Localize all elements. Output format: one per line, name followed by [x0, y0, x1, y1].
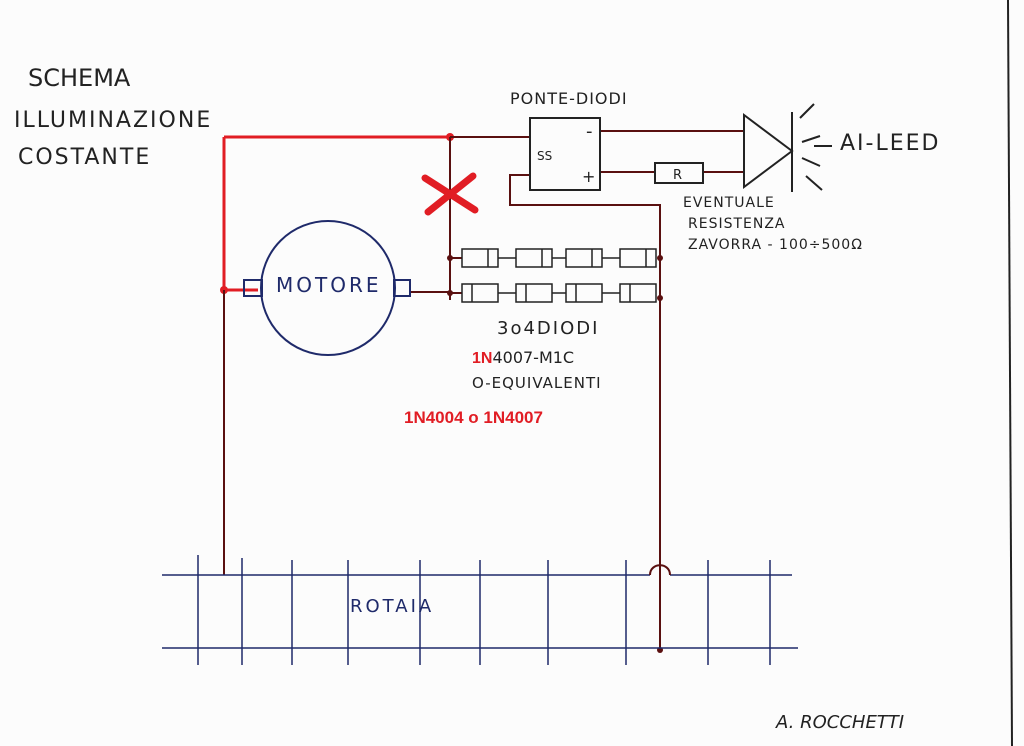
- page-edge: [1007, 0, 1013, 746]
- title-line-2: ILLUMINAZIONE: [14, 108, 212, 133]
- rail-track: [162, 555, 798, 665]
- dark-wires: [223, 130, 744, 650]
- led-symbol: [743, 103, 832, 192]
- red-wire-path: [220, 133, 454, 294]
- junction-dot: [447, 255, 453, 261]
- resistor-note-1: EVENTUALE: [683, 195, 775, 211]
- motor: MOTORE: [243, 220, 411, 356]
- rail-label: ROTAIA: [350, 596, 434, 617]
- bridge-ac-mark: SS: [537, 149, 552, 163]
- led-label: AI-LEED: [840, 131, 940, 156]
- diode-row-top: [461, 248, 657, 268]
- diodes-type-label: 1N4007-M1C: [472, 348, 574, 367]
- junction-dot: [657, 255, 663, 261]
- resistor-note-2: RESISTENZA: [688, 216, 786, 232]
- svg-text:R: R: [673, 168, 682, 183]
- ballast-resistor: R: [654, 162, 704, 184]
- motor-label: MOTORE: [276, 273, 382, 297]
- title-line-3: COSTANTE: [18, 145, 151, 170]
- author-signature: A. ROCCHETTI: [775, 712, 904, 733]
- removed-connection-cross: [421, 172, 479, 216]
- junction-dot: [657, 295, 663, 301]
- junction-dot: [447, 290, 453, 296]
- title-line-1: SCHEMA: [28, 64, 131, 92]
- diodes-count-label: 3o4DIODI: [497, 318, 599, 339]
- diodes-equivalent-label: O-EQUIVALENTI: [472, 374, 602, 392]
- resistor-note-3: ZAVORRA - 100÷500Ω: [688, 237, 863, 253]
- diode-row-bottom: [461, 283, 657, 303]
- bridge-plus: +: [582, 167, 595, 186]
- diode-bridge: PONTE-DIODI SS - +: [510, 89, 628, 191]
- diodes-alt-label: 1N4004 o 1N4007: [404, 408, 543, 427]
- bridge-label: PONTE-DIODI: [510, 89, 628, 108]
- bridge-minus: -: [586, 121, 593, 142]
